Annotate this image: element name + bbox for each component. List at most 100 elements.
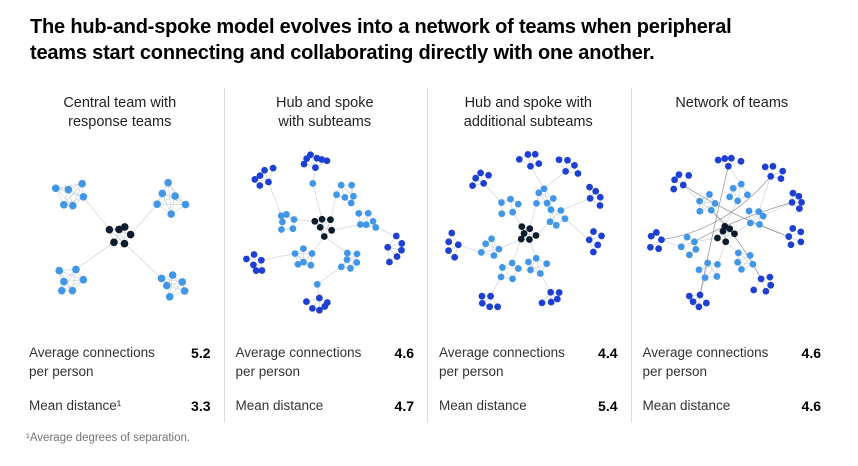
team-member-node xyxy=(323,157,330,165)
team-member-node xyxy=(514,200,522,208)
team-member-node xyxy=(352,259,360,266)
team-member-node xyxy=(526,236,533,243)
team-member-node xyxy=(315,306,323,314)
team-member-node xyxy=(260,166,268,174)
team-member-node xyxy=(543,199,551,207)
team-member-node xyxy=(720,155,728,162)
team-member-node xyxy=(761,163,769,171)
team-member-node xyxy=(158,189,167,198)
team-member-node xyxy=(162,281,171,290)
team-member-node xyxy=(696,291,703,299)
team-member-node xyxy=(299,245,307,252)
team-member-node xyxy=(327,226,335,234)
team-member-node xyxy=(291,250,298,257)
team-member-node xyxy=(337,263,345,271)
team-member-node xyxy=(796,238,804,246)
team-member-node xyxy=(256,172,263,179)
panel-title-line: response teams xyxy=(68,114,172,131)
team-member-node xyxy=(571,161,578,169)
team-member-node xyxy=(451,253,459,261)
team-member-node xyxy=(180,287,189,295)
team-member-node xyxy=(746,251,753,259)
team-member-node xyxy=(759,212,767,220)
team-member-node xyxy=(79,275,88,284)
team-member-node xyxy=(784,233,792,240)
stat-label: Mean distance¹ xyxy=(29,398,122,414)
team-member-node xyxy=(364,209,372,217)
team-member-node xyxy=(485,171,492,179)
team-member-node xyxy=(320,303,328,310)
team-member-node xyxy=(586,194,594,202)
team-member-node xyxy=(724,162,732,170)
team-member-node xyxy=(308,180,316,187)
team-member-node xyxy=(788,225,796,232)
team-member-node xyxy=(725,193,733,201)
team-member-node xyxy=(308,250,315,257)
team-member-node xyxy=(788,198,795,206)
team-member-node xyxy=(354,209,362,217)
team-member-node xyxy=(733,258,741,266)
team-member-node xyxy=(445,247,452,255)
team-member-node xyxy=(646,243,654,251)
team-member-node xyxy=(670,176,678,184)
team-member-node xyxy=(356,221,364,228)
team-member-node xyxy=(397,246,405,254)
team-member-node xyxy=(509,275,516,283)
panel-title-line: additional subteams xyxy=(463,114,593,131)
team-member-node xyxy=(797,198,805,206)
team-member-node xyxy=(547,298,555,306)
team-member-node xyxy=(326,216,334,224)
team-member-node xyxy=(769,162,776,170)
team-member-node xyxy=(64,185,73,194)
team-member-node xyxy=(713,273,720,280)
network-diagram xyxy=(51,178,190,301)
network-diagram xyxy=(445,150,605,311)
team-member-node xyxy=(487,292,494,300)
team-member-node xyxy=(762,287,769,295)
team-member-node xyxy=(596,193,604,201)
team-member-node xyxy=(679,181,687,189)
team-member-node xyxy=(486,303,494,311)
team-member-node xyxy=(385,258,393,266)
team-member-node xyxy=(727,154,735,162)
team-member-node xyxy=(737,157,744,165)
team-member-node xyxy=(745,207,752,215)
team-member-node xyxy=(590,248,597,256)
panel-title-line: Hub and spoke xyxy=(275,95,374,111)
team-member-node xyxy=(543,260,551,268)
footnote: ¹Average degrees of separation. xyxy=(26,432,191,444)
team-member-node xyxy=(60,277,68,286)
team-member-node xyxy=(647,232,655,240)
team-member-node xyxy=(315,294,323,302)
team-member-node xyxy=(164,178,172,187)
team-member-node xyxy=(78,179,86,188)
team-member-node xyxy=(300,160,307,168)
exhibit-title: The hub-and-spoke model evolves into a n… xyxy=(30,14,820,67)
team-member-node xyxy=(302,298,310,306)
team-member-node xyxy=(306,151,314,159)
stat-value: 3.3 xyxy=(191,398,211,415)
team-member-node xyxy=(178,278,187,286)
nodes-layer xyxy=(51,178,190,301)
network-diagram xyxy=(646,154,805,311)
panel-title-line: Hub and spoke with xyxy=(464,95,592,111)
team-member-node xyxy=(531,150,539,158)
team-member-node xyxy=(171,192,179,200)
team-member-node xyxy=(507,195,514,203)
stat-label: Average connections per person xyxy=(29,345,155,379)
team-member-node xyxy=(532,254,540,262)
team-member-node xyxy=(349,192,357,200)
team-member-node xyxy=(343,249,351,257)
team-member-node xyxy=(546,218,554,226)
team-member-node xyxy=(585,236,593,244)
team-member-node xyxy=(703,259,711,267)
team-member-node xyxy=(549,195,557,202)
team-member-node xyxy=(371,224,379,231)
team-member-node xyxy=(288,225,296,233)
team-member-node xyxy=(725,225,733,233)
